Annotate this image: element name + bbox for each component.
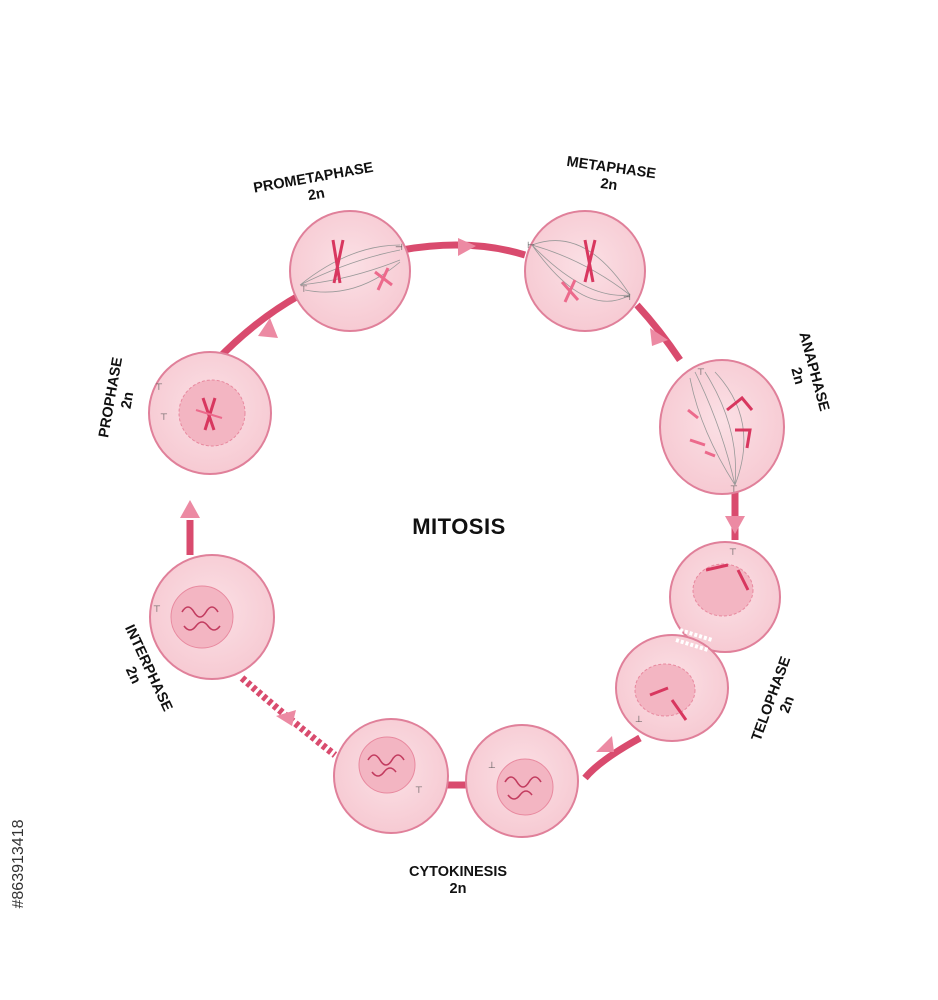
svg-text:⊤: ⊤ (729, 547, 737, 557)
svg-text:⊤: ⊤ (160, 412, 168, 422)
svg-text:⊤: ⊤ (153, 604, 161, 614)
arrow-pro-prometa (258, 318, 278, 338)
stage-name: CYTOKINESIS (408, 864, 508, 880)
svg-text:⊣: ⊣ (623, 292, 631, 302)
svg-text:⊤: ⊤ (730, 484, 738, 494)
stage-ploidy: 2n (449, 881, 467, 897)
stock-id-text: #863913418 (10, 819, 27, 909)
arrow-telo-cyto (596, 736, 614, 752)
svg-text:⊤: ⊤ (697, 367, 705, 377)
metaphase-cell: ⊢ ⊣ (524, 210, 646, 332)
arrow-cyto-inter (276, 710, 296, 726)
svg-text:⊢: ⊢ (527, 240, 535, 250)
interphase-cell: ⊤ (149, 554, 275, 680)
cycle-arrows (180, 238, 745, 752)
svg-text:⊤: ⊤ (155, 382, 163, 392)
svg-text:⊥: ⊥ (635, 714, 643, 724)
svg-text:⊤: ⊤ (300, 284, 308, 294)
anaphase-cell: ⊤ ⊤ (659, 359, 785, 495)
stock-id-watermark: #863913418 (4, 764, 34, 964)
prometaphase-cell: ⊣ ⊤ (289, 210, 411, 332)
arrow-inter-pro (180, 500, 200, 518)
cytokinesis-cell-left: ⊤ (333, 718, 449, 834)
arrow-prometa-meta (458, 238, 476, 256)
svg-text:⊥: ⊥ (488, 760, 496, 770)
svg-text:⊣: ⊣ (395, 242, 403, 252)
arrow-ana-telo (725, 516, 745, 534)
arrow-meta-ana (650, 328, 668, 346)
diagram-title: MITOSIS (412, 514, 506, 539)
prophase-cell: ⊤ ⊤ (148, 351, 272, 475)
telophase-cell: ⊤ ⊥ (615, 541, 781, 742)
svg-text:⊤: ⊤ (415, 785, 423, 795)
stage-label-cytokinesis: CYTOKINESIS 2n (383, 864, 533, 898)
cytokinesis-cell-right: ⊥ (465, 724, 579, 838)
